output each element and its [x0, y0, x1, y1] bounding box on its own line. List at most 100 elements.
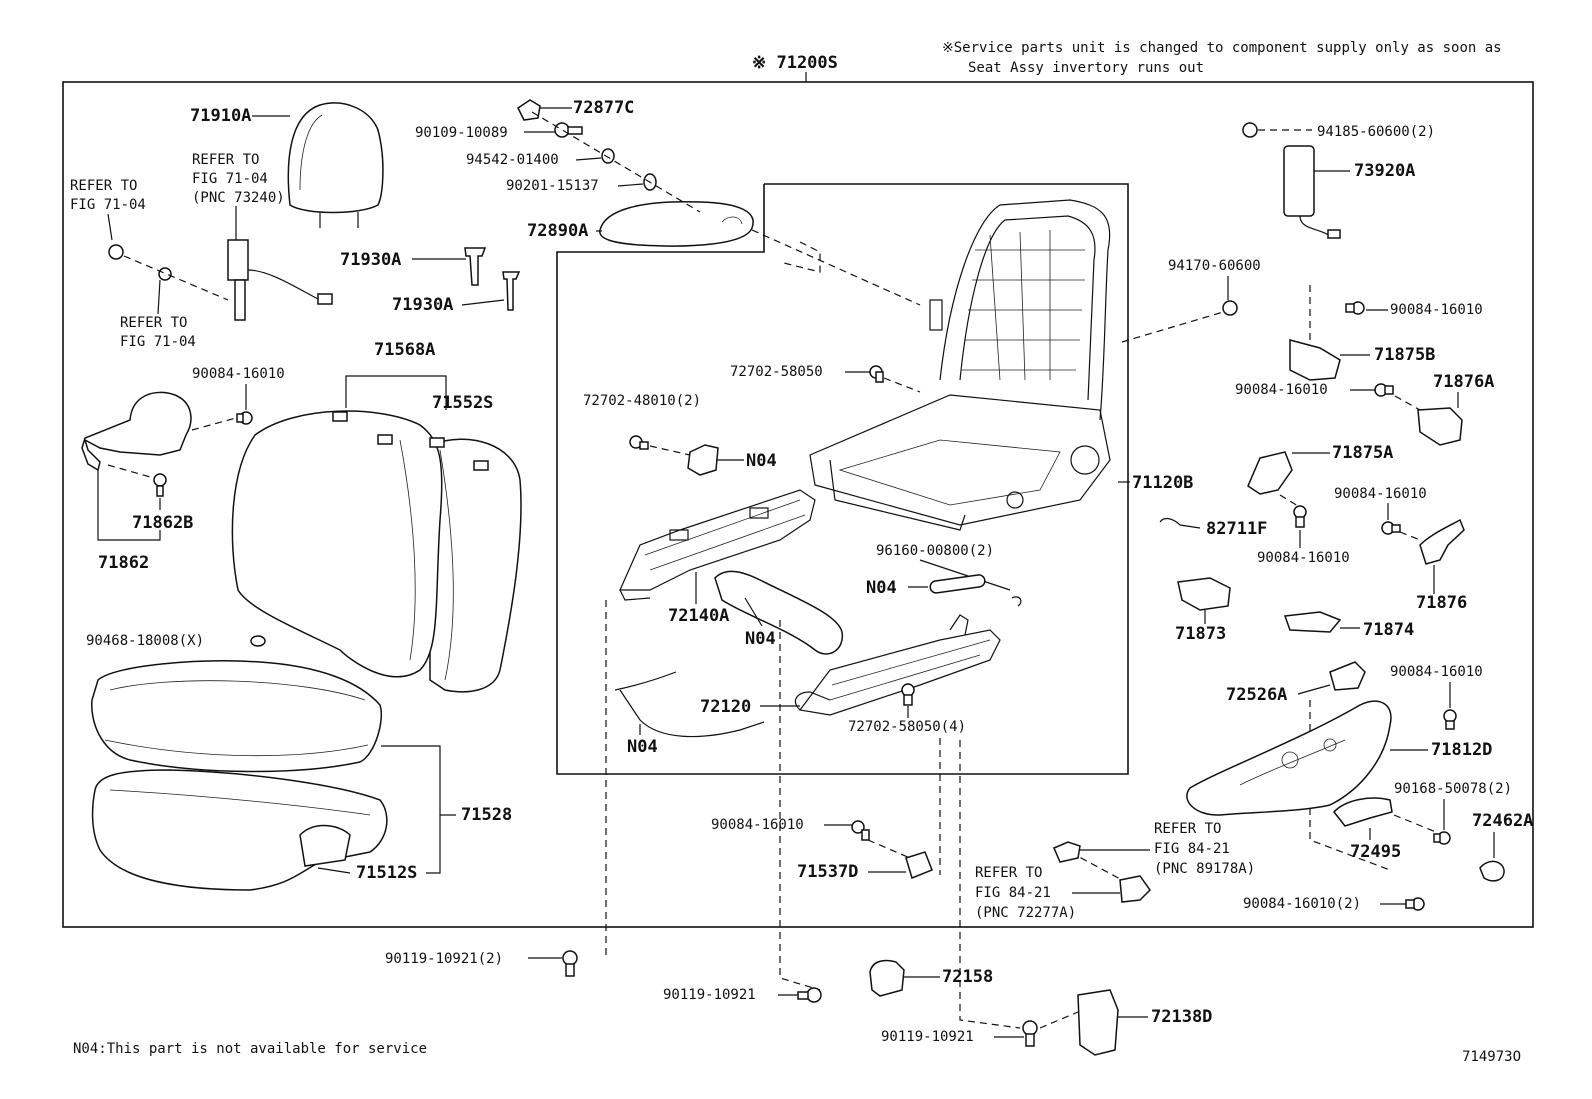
label-90084-16010-mid: 90084-16010	[711, 817, 804, 833]
bolt-icon	[1443, 709, 1457, 730]
label-90084-16010-r4: 90084-16010	[1334, 486, 1427, 502]
label-71910A: 71910A	[190, 106, 251, 126]
track-cover-rear-part	[1077, 989, 1119, 1056]
cap-part	[517, 99, 541, 121]
label-96160-00800: 96160-00800(2)	[876, 543, 994, 559]
headrest-part	[287, 102, 384, 228]
wire-part	[614, 671, 765, 738]
label-90084-16010-left: 90084-16010	[192, 366, 285, 382]
assy-number-label: ※ 71200S	[752, 53, 838, 73]
seat-cushion-pad-part	[91, 769, 388, 891]
label-71568A: 71568A	[374, 340, 435, 360]
label-71930A-1: 71930A	[340, 250, 401, 270]
label-72495: 72495	[1350, 842, 1401, 862]
label-90084-16010-r5: 90084-16010	[1390, 664, 1483, 680]
label-71874: 71874	[1363, 620, 1414, 640]
label-71120B: 71120B	[1132, 473, 1193, 493]
label-90168-50078: 90168-50078(2)	[1394, 781, 1512, 797]
label-94170-60600: 94170-60600	[1168, 258, 1261, 274]
nut-icon	[108, 244, 124, 260]
release-lever-part	[714, 570, 843, 655]
label-72120: 72120	[700, 697, 751, 717]
outer-frame	[62, 81, 1534, 928]
clip-icon	[1159, 517, 1201, 529]
label-72877C: 72877C	[573, 98, 634, 118]
label-n04-2: N04	[745, 629, 776, 649]
bracket-part	[1283, 611, 1342, 633]
refer-fig-84-21-a-line3: (PNC 89178A)	[1154, 861, 1255, 877]
label-90084-16010-r3: 90084-16010	[1257, 550, 1350, 566]
label-90468-18008: 90468-18008(X)	[86, 633, 204, 649]
bolt-icon	[797, 987, 822, 1003]
bracket-part	[687, 444, 719, 476]
side-shield-part	[1186, 700, 1392, 816]
bracket-part	[905, 851, 933, 880]
bolt-icon	[1433, 831, 1451, 845]
label-71873: 71873	[1175, 624, 1226, 644]
bolt-icon	[851, 820, 870, 841]
hinge-part	[1419, 518, 1465, 565]
hinge-cover-part	[1417, 407, 1463, 446]
label-72890A: 72890A	[527, 221, 588, 241]
label-71552S: 71552S	[432, 393, 493, 413]
knob-part	[1333, 797, 1393, 827]
label-90084-16010-r1: 90084-16010	[1390, 302, 1483, 318]
bolt-icon	[562, 950, 578, 977]
n04-footnote: N04:This part is not available for servi…	[73, 1041, 427, 1057]
label-72138D: 72138D	[1151, 1007, 1212, 1027]
refer-fig-84-21-a-line1: REFER TO	[1154, 821, 1221, 837]
label-71537D: 71537D	[797, 862, 858, 882]
label-73920A: 73920A	[1354, 161, 1415, 181]
seat-back-cover-part	[231, 410, 522, 693]
switch-part	[1119, 875, 1151, 903]
refer-fig-71-04-b-line3: (PNC 73240)	[192, 190, 285, 206]
label-90109-10089: 90109-10089	[415, 125, 508, 141]
label-90119-10921-2: 90119-10921(2)	[385, 951, 503, 967]
hinge-cover-part	[81, 391, 192, 472]
washer-icon	[601, 148, 615, 164]
connector-part	[1053, 841, 1081, 863]
track-cover-part	[869, 959, 905, 997]
bolt-icon	[901, 683, 915, 706]
seat-frame-part	[809, 199, 1111, 531]
label-94185-60600: 94185-60600(2)	[1317, 124, 1435, 140]
nut-icon	[158, 267, 172, 281]
label-71876A: 71876A	[1433, 372, 1494, 392]
seat-cushion-cover-part	[91, 660, 382, 773]
label-n04-1: N04	[746, 451, 777, 471]
refer-fig-84-21-a-line2: FIG 84-21	[1154, 841, 1230, 857]
strap-part	[929, 574, 986, 594]
label-71512S: 71512S	[356, 863, 417, 883]
refer-fig-84-21-b-line3: (PNC 72277A)	[975, 905, 1076, 921]
seat-track-part	[619, 489, 816, 601]
bolt-icon	[1374, 383, 1394, 397]
cap-part	[1479, 860, 1505, 882]
label-n04-3: N04	[866, 578, 897, 598]
bracket-part	[1177, 577, 1231, 611]
label-72462A: 72462A	[1472, 811, 1533, 831]
label-90119-10921-b: 90119-10921	[881, 1029, 974, 1045]
service-note-line2: Seat Assy invertory runs out	[968, 60, 1204, 76]
bolt-icon	[1381, 521, 1401, 535]
label-82711F: 82711F	[1206, 519, 1267, 539]
label-71930A-2: 71930A	[392, 295, 453, 315]
bolt-icon	[869, 365, 884, 383]
label-71812D: 71812D	[1431, 740, 1492, 760]
label-72702-48010: 72702-48010(2)	[583, 393, 701, 409]
seat-belt-buckle-part	[227, 239, 333, 321]
label-90119-10921-a: 90119-10921	[663, 987, 756, 1003]
label-71875B: 71875B	[1374, 345, 1435, 365]
label-94542-01400: 94542-01400	[466, 152, 559, 168]
refer-fig-71-04-a-line2: FIG 71-04	[70, 197, 146, 213]
bolt-icon	[153, 473, 167, 497]
refer-fig-71-04-b-line1: REFER TO	[192, 152, 259, 168]
armrest-part	[599, 201, 754, 247]
label-71862: 71862	[98, 553, 149, 573]
knob-part	[1329, 661, 1366, 691]
headrest-guide-part	[464, 247, 521, 311]
refer-fig-71-04-b-line2: FIG 71-04	[192, 171, 268, 187]
service-note-line1: ※Service parts unit is changed to compon…	[942, 40, 1502, 56]
refer-fig-71-04-c-line2: FIG 71-04	[120, 334, 196, 350]
seat-track-inner-part	[795, 614, 1001, 716]
